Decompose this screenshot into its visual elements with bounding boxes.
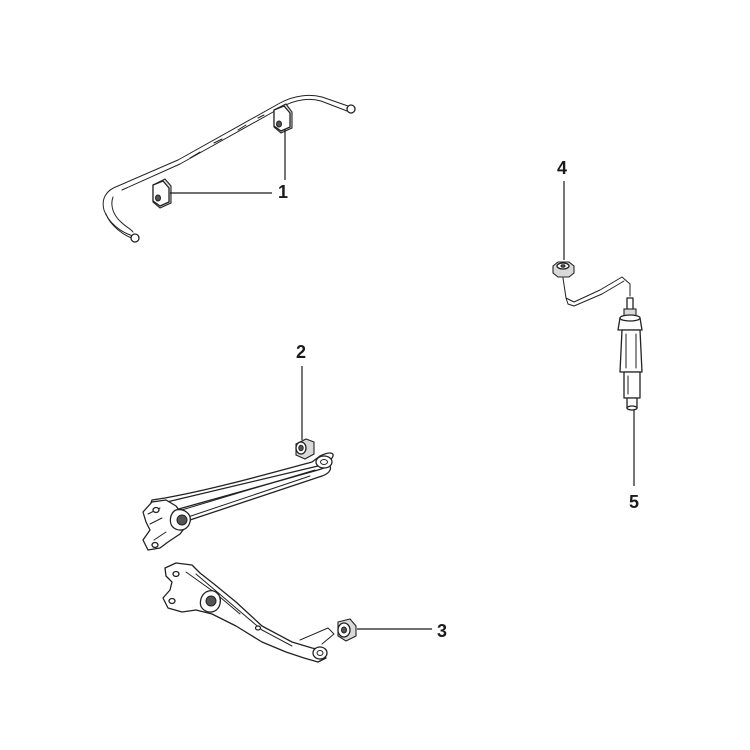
shock-absorber bbox=[617, 297, 643, 411]
stabilizer-bar bbox=[102, 94, 356, 243]
callout-2: 2 bbox=[296, 342, 307, 362]
upper-control-arm bbox=[142, 452, 334, 551]
callout-4: 4 bbox=[557, 158, 568, 178]
assembly-path bbox=[562, 276, 631, 303]
callout-3: 3 bbox=[437, 621, 448, 641]
lower-arm-bushing bbox=[337, 618, 357, 642]
upper-arm-bushing bbox=[295, 438, 315, 460]
stabilizer-bushing-lower bbox=[152, 178, 172, 209]
stabilizer-bushing-upper bbox=[273, 103, 293, 134]
callout-5: 5 bbox=[629, 492, 640, 512]
shock-absorber-nut bbox=[552, 261, 575, 278]
callout-1: 1 bbox=[278, 182, 289, 202]
lower-control-arm bbox=[162, 562, 335, 663]
